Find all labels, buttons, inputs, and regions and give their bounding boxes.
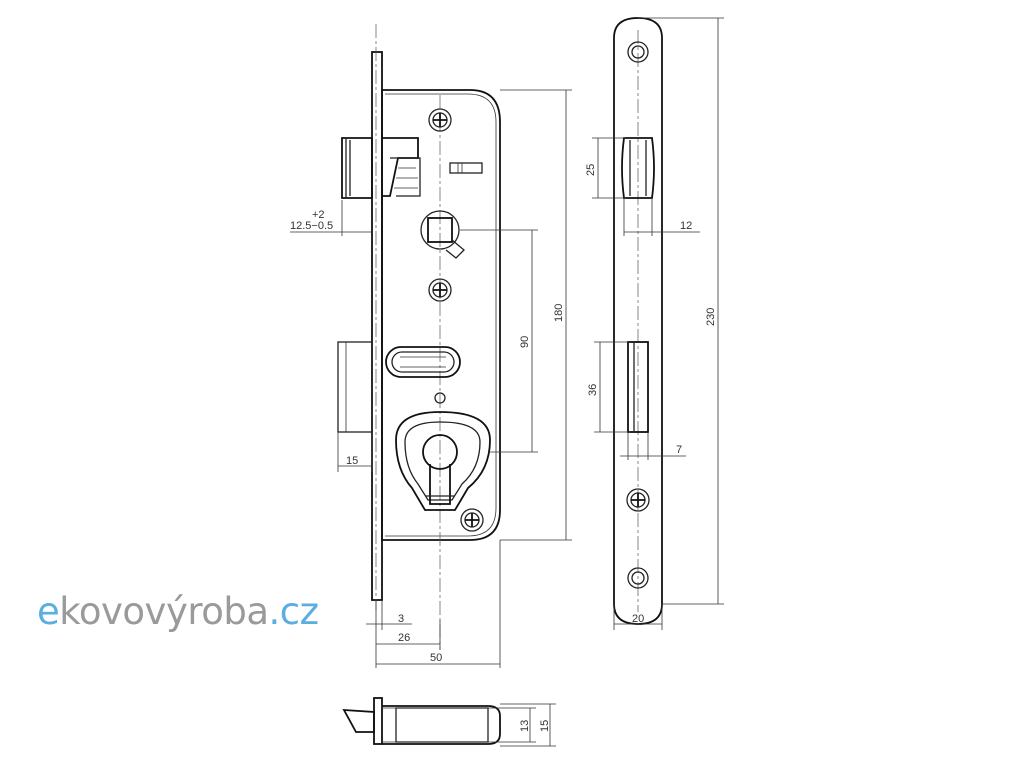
bottom-case xyxy=(382,705,501,745)
dim-bolt-throw: 15 xyxy=(346,455,358,467)
dim-tolerance: +2 xyxy=(312,209,325,221)
dim-faceplate-25: 25 xyxy=(585,164,597,176)
latch-bolt xyxy=(341,137,421,199)
dim-50: 50 xyxy=(430,652,442,664)
top-screw xyxy=(428,108,452,132)
ekovovyroba-logo: ekovovýroba.cz xyxy=(37,590,319,633)
middle-screw xyxy=(428,278,452,302)
follower-hub xyxy=(420,210,465,259)
front-view: +2 12.5−0.5 180 90 15 3 26 xyxy=(290,24,572,668)
cylinder-opening xyxy=(395,411,491,511)
dim-faceplate-230: 230 xyxy=(705,308,717,326)
dim-faceplate-36: 36 xyxy=(587,384,599,396)
bottom-dimensions: 13 15 xyxy=(500,703,556,747)
faceplate-screw xyxy=(626,488,650,512)
dim-bottom-13: 13 xyxy=(519,720,531,732)
faceplate-side xyxy=(371,51,383,601)
faceplate-deadbolt xyxy=(627,341,649,433)
logo-letter-e: e xyxy=(37,590,60,633)
pin-hole xyxy=(434,392,446,404)
dim-26: 26 xyxy=(398,632,410,644)
faceplate-top-hole xyxy=(627,41,649,63)
dim-centre-90: 90 xyxy=(519,336,531,348)
lock-case-body xyxy=(381,89,501,541)
latch-slot xyxy=(449,162,483,174)
bottom-faceplate xyxy=(373,697,383,745)
dim-faceplate-12: 12 xyxy=(680,220,692,232)
faceplate-dimensions: 25 12 230 36 7 20 xyxy=(585,17,724,630)
front-dimensions: +2 12.5−0.5 180 90 15 3 26 xyxy=(290,89,572,668)
bottom-case-inner xyxy=(395,707,489,743)
dim-latch-backset: 12.5−0.5 xyxy=(290,220,333,232)
bottom-view: 13 15 xyxy=(342,697,556,747)
logo-tld: .cz xyxy=(268,590,320,633)
faceplate-bottom-hole xyxy=(627,567,649,589)
deadbolt xyxy=(337,341,461,433)
lock-case-inner-edge xyxy=(385,93,497,537)
faceplate-view: 25 12 230 36 7 20 xyxy=(585,17,724,630)
dim-bottom-15: 15 xyxy=(539,720,551,732)
bottom-screw xyxy=(460,508,484,532)
dim-faceplate-7: 7 xyxy=(676,444,682,456)
bottom-latch-tip xyxy=(342,708,375,733)
dim-3: 3 xyxy=(398,613,404,625)
dim-faceplate-20: 20 xyxy=(632,613,644,625)
logo-word: kovovýroba xyxy=(59,590,269,633)
dim-height-180: 180 xyxy=(553,304,565,322)
